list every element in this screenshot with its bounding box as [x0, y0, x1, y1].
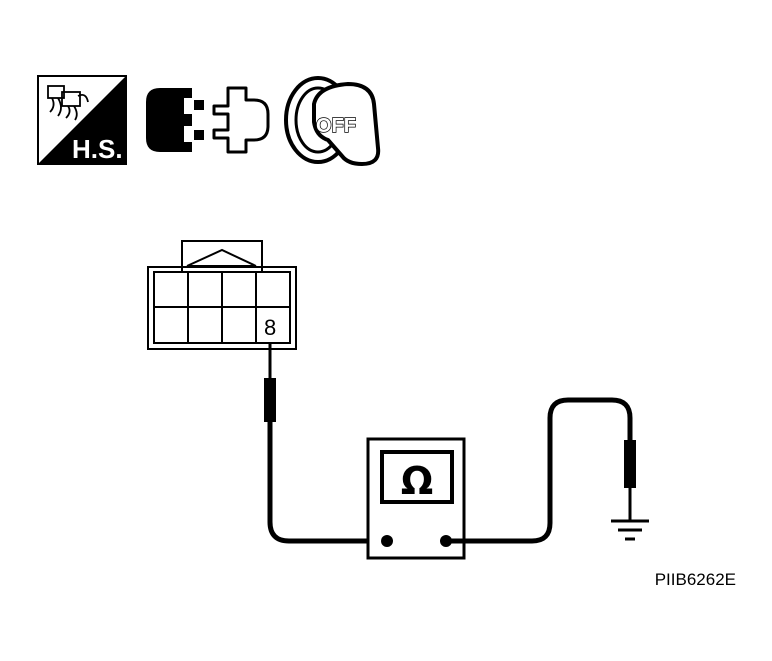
ohmmeter-icon: Ω [366, 437, 466, 560]
ignition-off-label: OFF [316, 115, 356, 137]
harness-sketch-icon [47, 85, 89, 121]
probe-lead-right [446, 397, 636, 544]
ohm-symbol: Ω [401, 459, 433, 503]
ground-symbol-icon [611, 519, 649, 541]
meter-terminal-negative [381, 535, 393, 547]
ignition-key-off-icon: OFF [284, 76, 381, 166]
connector-face [147, 240, 297, 350]
figure-code: PIIB6262E [655, 570, 736, 589]
harness-service-icon: H.S. [37, 75, 127, 165]
connector-disconnect-icon [146, 86, 270, 154]
terminal-number: 8 [264, 315, 276, 340]
hs-label: H.S. [72, 134, 123, 164]
probe-lead-left [264, 343, 384, 544]
